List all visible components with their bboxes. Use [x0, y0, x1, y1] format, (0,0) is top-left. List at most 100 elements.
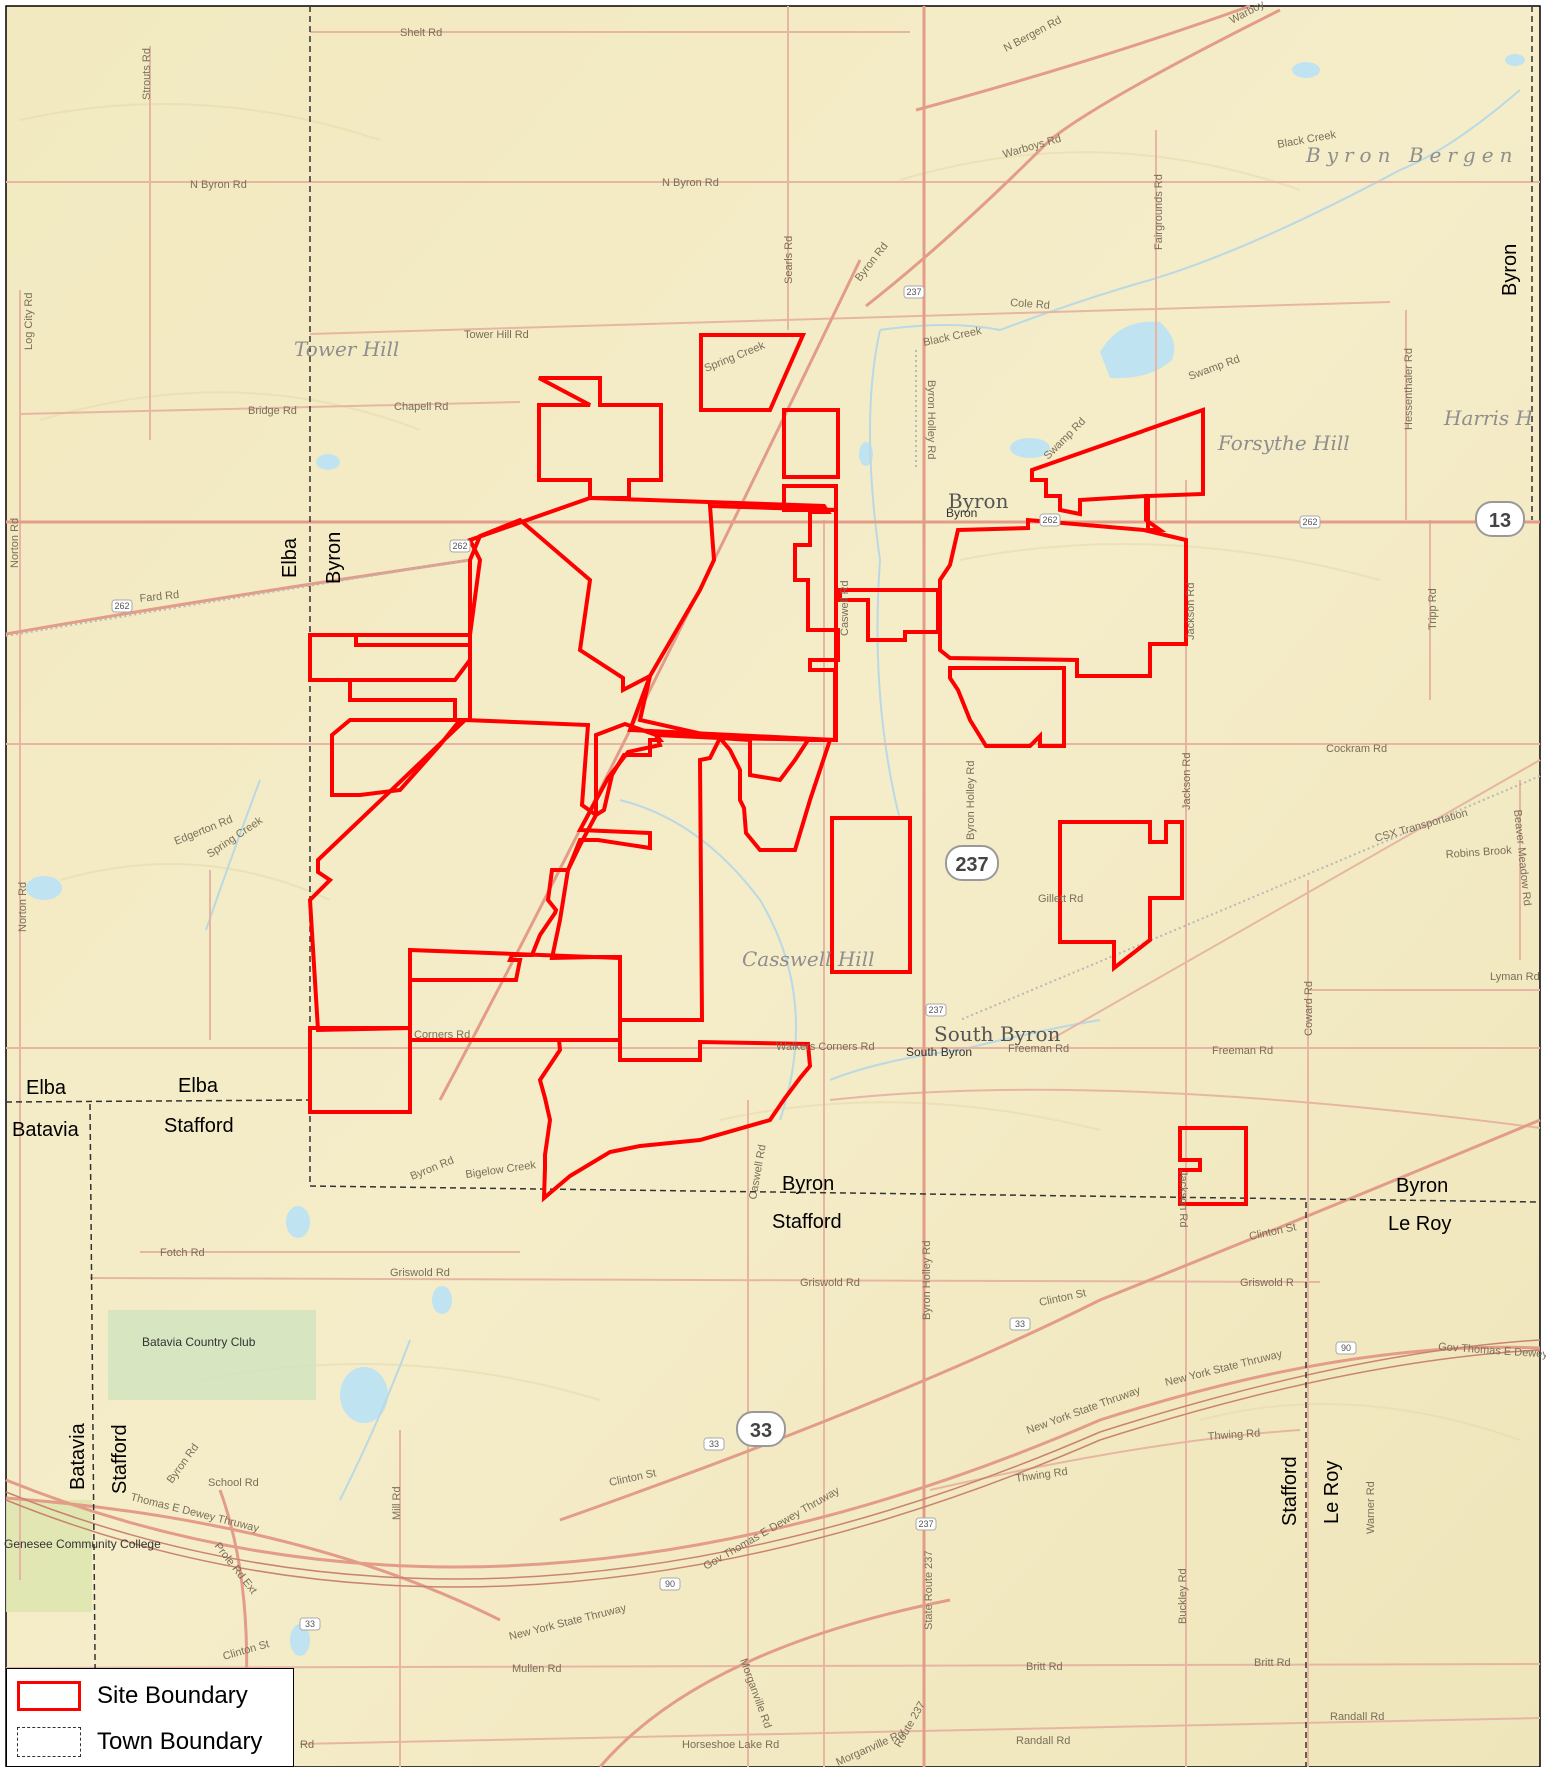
svg-text:237: 237: [906, 287, 921, 297]
road-label: Cole Rd: [1010, 297, 1050, 312]
site-parcel[interactable]: [699, 333, 807, 412]
railroads: [5, 350, 1541, 1021]
road-label: N Byron Rd: [190, 179, 247, 191]
small-place-label: Batavia Country Club: [142, 1335, 256, 1349]
legend-town-boundary-label: Town Boundary: [97, 1728, 263, 1755]
road-label: Caswell Rd: [839, 580, 851, 636]
road-label: Fairgrounds Rd: [1153, 174, 1165, 250]
site-parcel[interactable]: [537, 1038, 813, 1203]
small-place-label: Genesee Community College: [4, 1537, 161, 1551]
site-parcel[interactable]: [408, 947, 622, 1042]
place-label: Byron: [948, 489, 1009, 513]
town-boundaries: [5, 6, 1541, 1767]
road-label: Log City Rd: [23, 293, 35, 350]
town-label: Elba: [178, 1075, 219, 1097]
road-label: Thwing Rd: [1207, 1427, 1260, 1443]
thruway: [5, 1339, 1541, 1588]
minor-roads: [5, 6, 1541, 1767]
road-label: Corners Rd: [414, 1029, 470, 1041]
site-parcel[interactable]: [948, 666, 1066, 748]
svg-text:262: 262: [452, 541, 467, 551]
place-label: Casswell Hill: [742, 947, 875, 971]
road-label: Griswold Rd: [390, 1267, 450, 1279]
site-parcel[interactable]: [1030, 407, 1205, 532]
site-parcel[interactable]: [594, 721, 665, 819]
town-label: Elba: [279, 537, 301, 578]
small-route-markers: 262 262 262 237 237 237 33 33 90 90 33 2…: [111, 285, 1357, 1631]
road-label: Robins Brook: [1445, 844, 1512, 861]
site-parcel[interactable]: [830, 816, 912, 974]
road-label: Jackson Rd: [1177, 1170, 1189, 1227]
route-33-shield: 33: [736, 1411, 786, 1447]
svg-text:90: 90: [1341, 1343, 1351, 1353]
town-label: Byron: [323, 532, 345, 584]
site-parcel[interactable]: [549, 732, 724, 1022]
svg-text:33: 33: [1015, 1319, 1025, 1329]
creeks: [205, 89, 1521, 1501]
road-label: Jackson Rd: [1181, 753, 1193, 810]
svg-text:237: 237: [955, 854, 988, 876]
svg-text:262: 262: [114, 601, 129, 611]
route-13-shield: 13: [1475, 501, 1525, 537]
small-place-label: Byron: [946, 506, 977, 520]
site-parcel[interactable]: [1058, 820, 1184, 973]
road-label: State Route 237: [923, 1550, 935, 1630]
site-boundaries[interactable]: [307, 333, 1248, 1206]
svg-text:33: 33: [305, 1619, 315, 1629]
svg-text:237: 237: [928, 1005, 943, 1015]
site-parcel[interactable]: [715, 735, 833, 852]
place-label: Forsythe Hill: [1217, 431, 1350, 455]
land-background: [5, 5, 1541, 1767]
legend-site-boundary-label: Site Boundary: [97, 1682, 248, 1709]
road-label: Chapell Rd: [394, 401, 448, 413]
town-label: Batavia: [67, 1422, 89, 1490]
site-parcel[interactable]: [637, 503, 838, 743]
town-label: Stafford: [109, 1424, 131, 1494]
road-label: Byron Holley Rd: [921, 1241, 933, 1320]
road-label: Randall Rd: [1330, 1711, 1384, 1723]
road-label: Freeman Rd: [1212, 1045, 1273, 1057]
town-label: Byron: [782, 1173, 834, 1195]
town-label: Byron: [1499, 244, 1521, 296]
site-parcel[interactable]: [330, 718, 465, 797]
road-label: Searls Rd: [783, 236, 795, 284]
legend-town-boundary: Town Boundary: [17, 1727, 262, 1757]
road-label: Buckley Rd: [1177, 1568, 1189, 1624]
road-label: Lyman Rd: [1490, 971, 1540, 983]
town-label: Stafford: [164, 1115, 234, 1137]
country-club-park: [108, 1310, 316, 1400]
road-label: Griswold Rd: [800, 1277, 860, 1289]
road-label: Hessenthaler Rd: [1403, 348, 1415, 430]
road-label: Rd: [300, 1739, 314, 1751]
svg-text:33: 33: [750, 1420, 772, 1442]
town-labels: Elba Byron Byron Elba Elba Batavia Staff…: [12, 244, 1521, 1526]
road-label: Warner Rd: [1365, 1481, 1377, 1534]
svg-text:237: 237: [918, 1519, 933, 1529]
road-label: Gillett Rd: [1038, 893, 1083, 905]
road-label: Fotch Rd: [160, 1247, 205, 1259]
road-label: Byron Holley Rd: [965, 761, 977, 840]
site-parcel[interactable]: [1178, 1126, 1248, 1206]
town-label: Stafford: [1279, 1456, 1301, 1526]
road-label: Strouts Rd: [141, 48, 153, 100]
site-parcel[interactable]: [782, 408, 840, 479]
road-label: Walkers Corners Rd: [776, 1041, 875, 1053]
svg-text:90: 90: [665, 1579, 675, 1589]
site-parcel[interactable]: [938, 517, 1188, 678]
place-labels: Byron Bergen Tower Hill Forsythe Hill Ha…: [294, 143, 1534, 1046]
road-label: N Byron Rd: [662, 177, 719, 189]
place-label: Tower Hill: [294, 337, 399, 361]
road-label: Tripp Rd: [1427, 588, 1439, 630]
road-label: Bridge Rd: [248, 405, 297, 417]
road-label: Britt Rd: [1254, 1657, 1291, 1669]
site-boundary-swatch: [17, 1681, 81, 1711]
road-label: Norton Rd: [17, 882, 29, 932]
road-label: Horseshoe Lake Rd: [682, 1739, 779, 1751]
road-label: Griswold R: [1240, 1277, 1294, 1289]
svg-text:262: 262: [1042, 515, 1057, 525]
road-label: Coward Rd: [1303, 981, 1315, 1036]
town-boundary-swatch: [17, 1727, 81, 1757]
site-parcel[interactable]: [308, 1026, 412, 1114]
road-label: Cockram Rd: [1326, 743, 1387, 755]
